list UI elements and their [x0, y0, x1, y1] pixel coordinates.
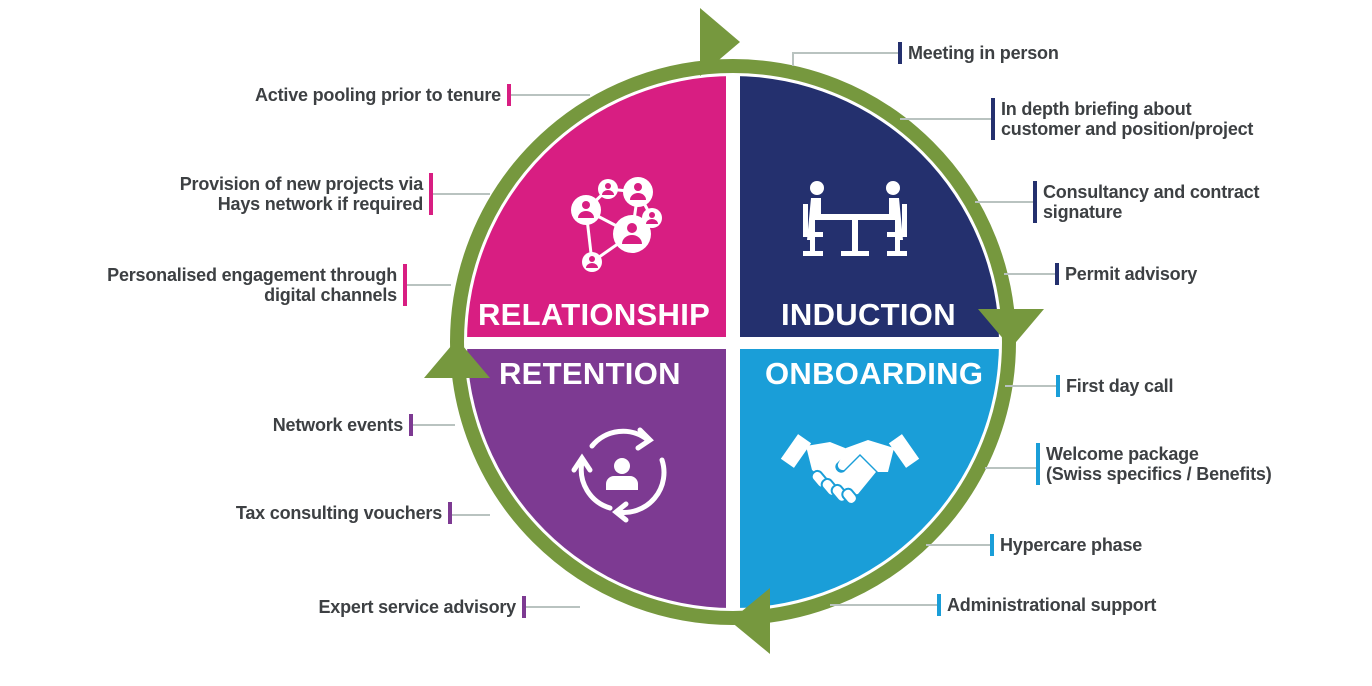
retention-label-line: Expert service advisory: [318, 597, 516, 617]
induction-label-marker: [1033, 181, 1037, 223]
induction-label-connector-elbow: [792, 52, 794, 66]
cycle-person-icon: [571, 427, 667, 523]
onboarding-label-line: First day call: [1066, 376, 1174, 396]
retention-label-marker: [448, 502, 452, 524]
induction-label: Permit advisory: [1065, 264, 1197, 284]
induction-label-connector: [975, 201, 1033, 203]
retention-title: RETENTION: [499, 356, 681, 391]
induction-label-marker: [898, 42, 902, 64]
onboarding-label-connector: [985, 467, 1036, 469]
retention-label-marker: [522, 596, 526, 618]
induction-label-line: signature: [1043, 202, 1123, 222]
onboarding-label-connector: [1005, 385, 1056, 387]
onboarding-label: Hypercare phase: [1000, 535, 1142, 555]
induction-label-line: In depth briefing about: [1001, 99, 1192, 119]
onboarding-label: First day call: [1066, 376, 1173, 396]
relationship-label-marker: [429, 173, 433, 215]
onboarding-label-marker: [1036, 443, 1040, 485]
onboarding-label-line: Administrational support: [947, 595, 1157, 615]
onboarding-title: ONBOARDING: [765, 356, 984, 391]
induction-label-line: Consultancy and contract: [1043, 182, 1260, 202]
induction-label-line: customer and position/project: [1001, 119, 1254, 139]
retention-label-line: Network events: [272, 415, 403, 435]
onboarding-label: Administrational support: [947, 595, 1156, 615]
relationship-label-line: Personalised engagement through: [107, 265, 397, 285]
relationship-title: RELATIONSHIP: [478, 297, 711, 332]
retention-label: Tax consulting vouchers: [236, 503, 442, 523]
retention-label: Expert service advisory: [318, 597, 516, 617]
relationship-label-connector: [407, 284, 451, 286]
handshake-icon: [780, 434, 920, 505]
ring-arrow-left: [424, 339, 490, 378]
onboarding-label: Welcome package(Swiss specifics / Benefi…: [1046, 444, 1272, 484]
induction-label-line: Meeting in person: [908, 43, 1059, 63]
relationship-label-line: digital channels: [264, 285, 397, 305]
relationship-label-marker: [403, 264, 407, 306]
relationship-label-line: Active pooling prior to tenure: [254, 85, 501, 105]
relationship-label: Active pooling prior to tenure: [255, 85, 501, 105]
onboarding-label-line: Hypercare phase: [1000, 535, 1143, 555]
induction-title: INDUCTION: [781, 297, 956, 332]
onboarding-label-marker: [990, 534, 994, 556]
relationship-label-connector: [433, 193, 490, 195]
ring-arrow-right: [978, 309, 1044, 348]
relationship-label-marker: [507, 84, 511, 106]
retention-label-marker: [409, 414, 413, 436]
retention-label: Network events: [273, 415, 403, 435]
ring-arrow-bottom: [730, 588, 770, 654]
onboarding-label-connector: [926, 544, 990, 546]
relationship-label-line: Provision of new projects via: [179, 174, 423, 194]
induction-label-connector: [1004, 273, 1055, 275]
relationship-label-connector: [511, 94, 590, 96]
retention-label-connector: [413, 424, 455, 426]
induction-label-connector: [792, 52, 898, 54]
retention-label-line: Tax consulting vouchers: [235, 503, 442, 523]
induction-label-marker: [1055, 263, 1059, 285]
onboarding-label-marker: [1056, 375, 1060, 397]
induction-label-marker: [991, 98, 995, 140]
onboarding-label-connector: [830, 604, 937, 606]
cycle-ring: [450, 59, 1016, 625]
induction-label-connector: [900, 118, 991, 120]
induction-label: Meeting in person: [908, 43, 1059, 63]
relationship-label-line: Hays network if required: [217, 194, 423, 214]
onboarding-label-line: (Swiss specifics / Benefits): [1046, 464, 1272, 484]
onboarding-label-line: Welcome package: [1046, 444, 1199, 464]
network-people-icon: [571, 177, 662, 272]
induction-label-line: Permit advisory: [1065, 264, 1198, 284]
ring-arrow-top: [700, 8, 740, 76]
onboarding-label-marker: [937, 594, 941, 616]
retention-label-connector: [452, 514, 490, 516]
retention-label-connector: [526, 606, 580, 608]
meeting-table-icon: [803, 181, 907, 256]
